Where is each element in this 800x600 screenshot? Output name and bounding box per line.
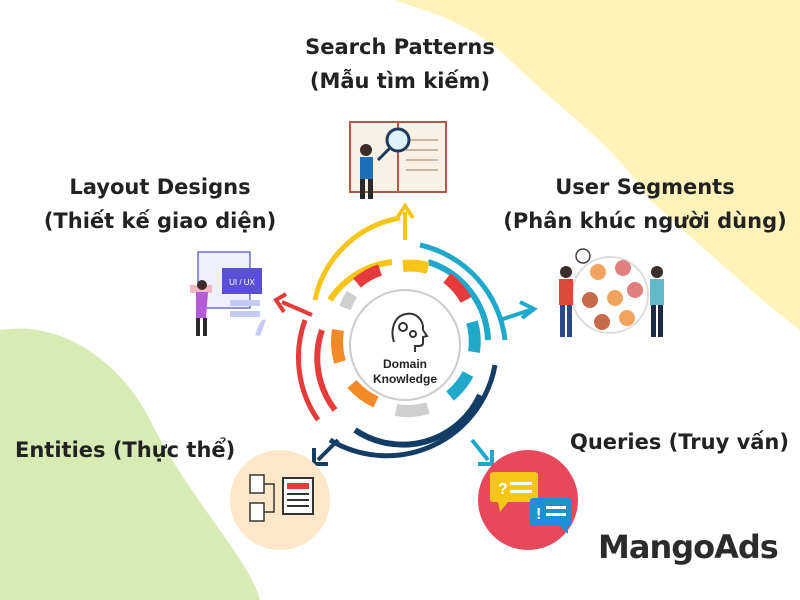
node-search-subtitle: (Mẫu tìm kiếm) (309, 69, 491, 93)
brand-logo: MangoAds (598, 528, 779, 566)
node-entities: Entities (Thực thể) (15, 433, 235, 467)
node-layout-subtitle: (Thiết kế giao diện) (43, 209, 277, 233)
arrow-to-queries (470, 438, 494, 466)
outer-arc-teal (419, 242, 508, 341)
svg-text:?: ? (498, 481, 508, 498)
node-users-subtitle: (Phân khúc người dùng) (503, 209, 787, 233)
node-queries: Queries (Truy vấn) (570, 425, 789, 459)
inner-arc-yellow (327, 259, 393, 302)
node-queries-title: Queries (Truy vấn) (570, 430, 789, 454)
queries-illustration: ? ! (478, 450, 578, 550)
inner-arc-navy (353, 393, 483, 448)
inner-arc-red (314, 329, 338, 412)
node-search-patterns: Search Patterns (Mẫu tìm kiếm) (300, 30, 500, 98)
node-user-segments: User Segments (Phân khúc người dùng) (500, 170, 790, 238)
center-label-line1: Domain (383, 357, 427, 371)
ui-ux-illustration: UI / UX (190, 251, 266, 336)
user-segments-illustration (559, 248, 664, 337)
outer-arc-yellow (312, 215, 401, 301)
segment-ring (331, 259, 481, 417)
outer-arc-navy (328, 364, 498, 459)
arrow-to-layout (273, 292, 313, 317)
arrow-to-users (499, 300, 538, 322)
arrow-to-entities (312, 438, 340, 466)
node-entities-title: Entities (Thực thể) (15, 438, 236, 462)
book-magnifier-illustration (349, 121, 447, 199)
background-green-blob (0, 328, 260, 600)
inner-arc-teal (427, 259, 491, 341)
node-search-title: Search Patterns (305, 35, 495, 59)
svg-text:!: ! (536, 506, 541, 523)
center-circle (349, 289, 461, 401)
center-label-line2: Knowledge (373, 372, 437, 386)
head-gears-icon (391, 312, 429, 352)
entities-illustration (230, 450, 330, 550)
uiux-tag: UI / UX (229, 278, 255, 287)
node-users-title: User Segments (555, 175, 735, 199)
node-layout-designs: Layout Designs (Thiết kế giao diện) (40, 170, 280, 238)
node-layout-title: Layout Designs (69, 175, 251, 199)
arrow-to-search (395, 202, 415, 240)
outer-arc-red (295, 319, 321, 422)
